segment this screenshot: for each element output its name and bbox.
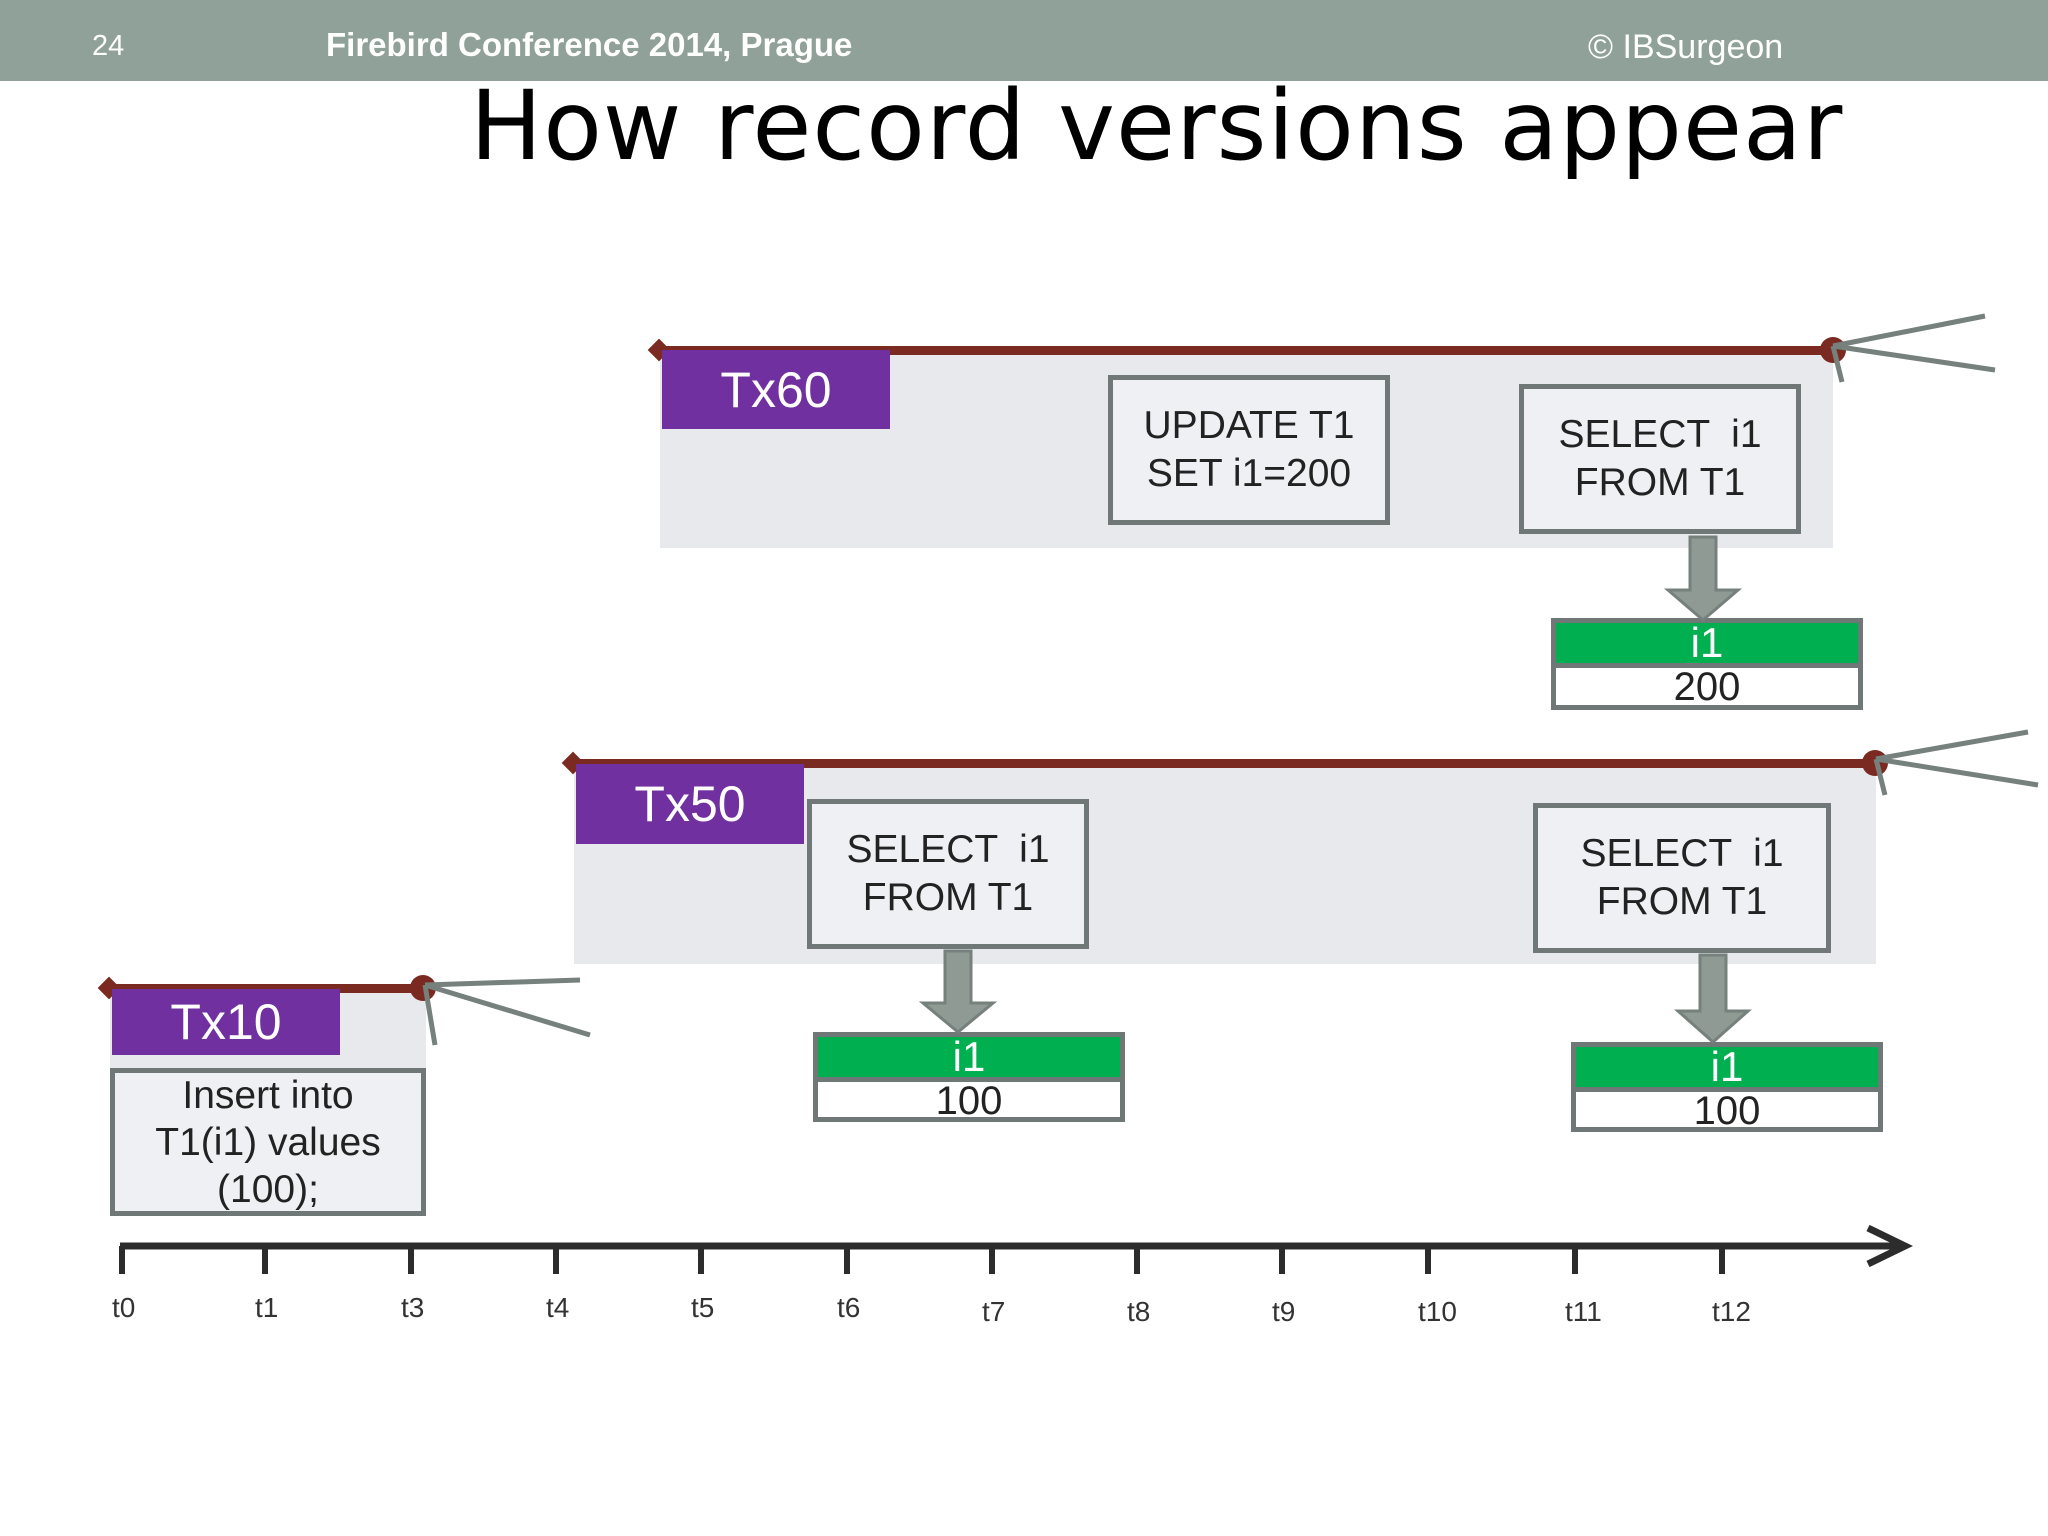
tx50-label: Tx50 bbox=[576, 764, 804, 844]
timeline-tick-label: t10 bbox=[1418, 1296, 1457, 1327]
statement-line: SET i1=200 bbox=[1146, 452, 1352, 495]
tx60-commit-pointer bbox=[1830, 313, 1996, 383]
tx50-lifeline bbox=[574, 759, 1876, 768]
timeline-tick-label: t5 bbox=[691, 1292, 715, 1323]
timeline-tick-label: t3 bbox=[401, 1292, 425, 1323]
timeline-tick-label: t6 bbox=[837, 1292, 861, 1323]
tx10-lifeline bbox=[110, 984, 426, 993]
tx50-select-statement-1: SELECT i1 FROM T1 bbox=[807, 799, 1089, 949]
statement-line: UPDATE T1 bbox=[1143, 404, 1355, 447]
slide-title: How record versions appear bbox=[470, 70, 1844, 182]
record-field-value: 200 bbox=[1673, 665, 1741, 709]
timeline-tick-label: t0 bbox=[112, 1292, 136, 1323]
tx10-commit-pointer bbox=[422, 977, 591, 1046]
timeline-tick-label: t9 bbox=[1272, 1296, 1296, 1327]
statement-line: FROM T1 bbox=[1596, 880, 1768, 923]
page-number: 24 bbox=[92, 30, 125, 62]
timeline-tick-label: t8 bbox=[1127, 1296, 1151, 1327]
tx60-label: Tx60 bbox=[662, 350, 890, 429]
record-field-value: 100 bbox=[935, 1079, 1003, 1123]
timeline-tick-label: t1 bbox=[255, 1292, 279, 1323]
slide-header: 24 Firebird Conference 2014, Prague © IB… bbox=[0, 0, 2048, 81]
statement-line: SELECT i1 bbox=[1580, 832, 1784, 875]
statement-line: SELECT i1 bbox=[1558, 413, 1762, 456]
tx60-lifeline bbox=[660, 346, 1833, 355]
timeline-tick-label: t7 bbox=[982, 1296, 1006, 1327]
tx50-result-arrow-1 bbox=[918, 949, 998, 1034]
tx60-update-statement: UPDATE T1 SET i1=200 bbox=[1108, 375, 1390, 525]
tx50-select-statement-2: SELECT i1 FROM T1 bbox=[1533, 803, 1831, 953]
tx10-label: Tx10 bbox=[112, 989, 340, 1055]
tx50-result-arrow-2 bbox=[1674, 953, 1752, 1045]
record-field-value: 100 bbox=[1693, 1089, 1761, 1133]
tx50-result-record-2: i1 100 bbox=[1571, 1042, 1883, 1132]
statement-line: Insert into bbox=[182, 1073, 354, 1117]
conference-title: Firebird Conference 2014, Prague bbox=[326, 26, 853, 63]
timeline-tick-marks bbox=[119, 1246, 1725, 1274]
tx60-result-arrow bbox=[1663, 535, 1743, 622]
timeline-tick-label: t12 bbox=[1712, 1296, 1751, 1327]
statement-line: FROM T1 bbox=[862, 876, 1034, 919]
tx50-result-record-1: i1 100 bbox=[813, 1032, 1125, 1122]
copyright: © IBSurgeon bbox=[1588, 28, 1784, 66]
timeline-axis bbox=[119, 1224, 1914, 1274]
record-field-name: i1 bbox=[818, 1036, 1120, 1082]
statement-line: (100); bbox=[217, 1167, 319, 1211]
tx10-insert-statement: Insert into T1(i1) values (100); bbox=[110, 1068, 426, 1216]
timeline-tick-label: t11 bbox=[1565, 1296, 1602, 1327]
tx60-result-record: i1 200 bbox=[1551, 618, 1863, 710]
tx50-commit-pointer bbox=[1873, 729, 2039, 796]
record-field-name: i1 bbox=[1576, 1046, 1878, 1092]
timeline-tick-label: t4 bbox=[546, 1292, 570, 1323]
statement-line: FROM T1 bbox=[1574, 461, 1746, 504]
statement-line: SELECT i1 bbox=[846, 828, 1050, 871]
record-field-name: i1 bbox=[1556, 622, 1858, 668]
tx60-select-statement: SELECT i1 FROM T1 bbox=[1519, 384, 1801, 534]
statement-line: T1(i1) values bbox=[155, 1120, 381, 1164]
